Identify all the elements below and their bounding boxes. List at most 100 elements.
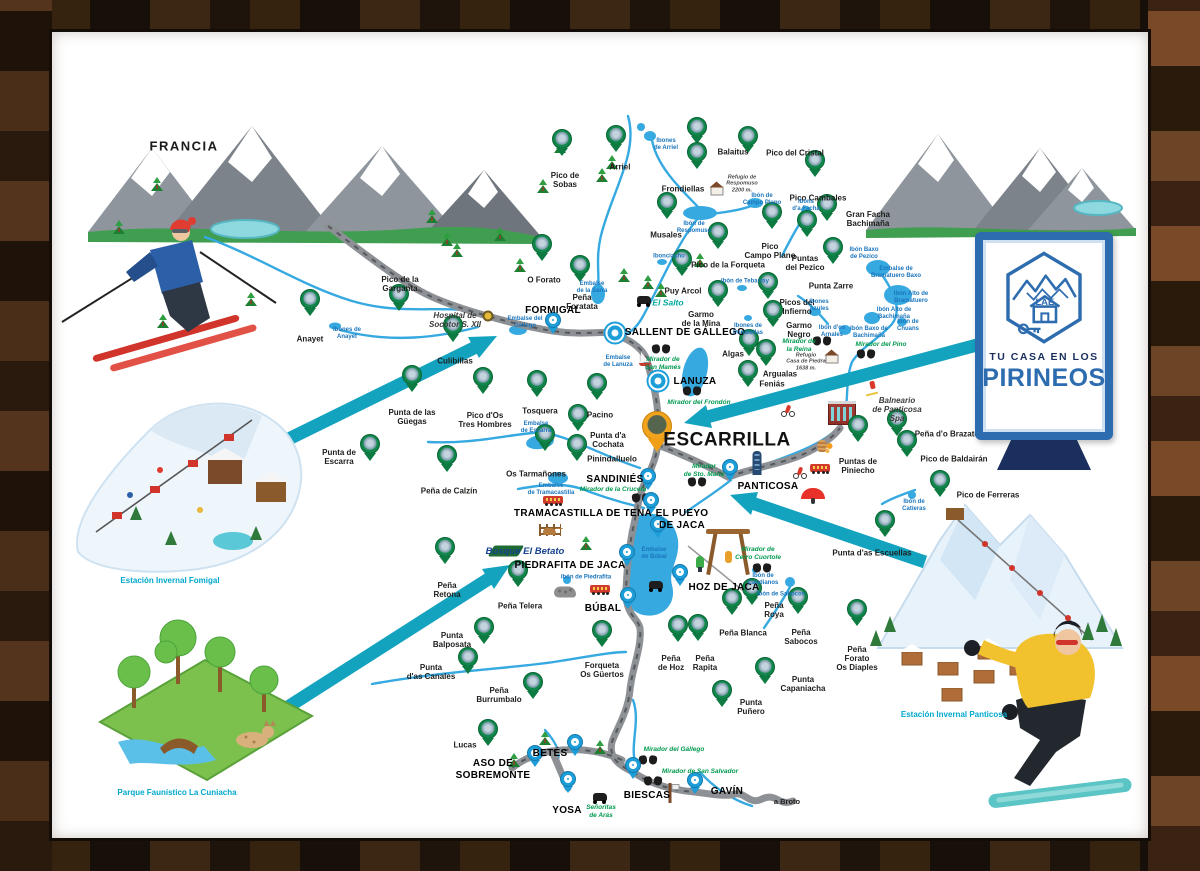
peak-pin[interactable] <box>756 339 776 366</box>
peak-pin[interactable] <box>458 647 478 674</box>
town-pin[interactable] <box>640 468 656 490</box>
house-icon <box>709 181 724 196</box>
peak-pin[interactable] <box>672 249 692 276</box>
peak-pin[interactable] <box>570 255 590 282</box>
peak-pin[interactable] <box>848 415 868 442</box>
binoc-icon <box>651 344 671 354</box>
town-pin[interactable] <box>545 312 561 334</box>
town-pin[interactable] <box>527 745 543 767</box>
hive-icon <box>817 440 833 452</box>
towndot-pin[interactable] <box>605 323 625 343</box>
tree-icon <box>642 271 654 289</box>
peak-pin[interactable] <box>847 599 867 626</box>
peak-pin[interactable] <box>474 617 494 644</box>
tree-icon <box>426 205 438 223</box>
tree-icon <box>539 727 551 745</box>
tree-icon <box>580 532 592 550</box>
skier-illustration <box>61 217 277 372</box>
peak-pin[interactable] <box>817 194 837 221</box>
lae-logo: LAE <box>1006 251 1082 344</box>
town-pin[interactable] <box>625 757 641 779</box>
peak-pin[interactable] <box>668 615 688 642</box>
peak-pin[interactable] <box>930 470 950 497</box>
tu-casa-sign: LAE TU CASA EN LOS PIRINEOS <box>975 232 1113 470</box>
peak-pin[interactable] <box>805 150 825 177</box>
town-pin[interactable] <box>619 544 635 566</box>
town-pin[interactable] <box>560 771 576 793</box>
peak-pin[interactable] <box>758 272 778 299</box>
city-pin[interactable] <box>642 411 672 452</box>
peak-pin[interactable] <box>687 117 707 144</box>
town-pin[interactable] <box>687 772 703 794</box>
sign-panel: LAE TU CASA EN LOS PIRINEOS <box>975 232 1113 440</box>
binoc-icon <box>752 563 772 573</box>
house-icon <box>824 349 839 364</box>
peak-pin[interactable] <box>606 125 626 152</box>
peak-pin[interactable] <box>523 672 543 699</box>
peak-pin[interactable] <box>897 430 917 457</box>
peak-pin[interactable] <box>552 129 572 156</box>
peak-pin[interactable] <box>300 289 320 316</box>
peak-pin[interactable] <box>587 373 607 400</box>
peak-pin[interactable] <box>712 680 732 707</box>
peak-pin[interactable] <box>823 237 843 264</box>
peak-pin[interactable] <box>742 578 762 605</box>
peak-pin[interactable] <box>788 587 808 614</box>
peak-pin[interactable] <box>738 360 758 387</box>
tree-icon <box>157 310 169 328</box>
peak-pin[interactable] <box>887 409 907 436</box>
peak-pin[interactable] <box>568 404 588 431</box>
peak-pin[interactable] <box>508 560 528 587</box>
peak-pin[interactable] <box>360 434 380 461</box>
peak-pin[interactable] <box>738 126 758 153</box>
peak-pin[interactable] <box>797 210 817 237</box>
peak-pin[interactable] <box>739 329 759 356</box>
peak-pin[interactable] <box>532 234 552 261</box>
peak-pin[interactable] <box>443 315 463 342</box>
peak-pin[interactable] <box>722 588 742 615</box>
town-pin[interactable] <box>620 587 636 609</box>
peak-pin[interactable] <box>708 222 728 249</box>
peak-pin[interactable] <box>478 719 498 746</box>
peak-pin[interactable] <box>389 284 409 311</box>
town-pin[interactable] <box>567 734 583 756</box>
peak-pin[interactable] <box>473 367 493 394</box>
tree-icon <box>618 264 630 282</box>
tree-icon <box>494 223 506 241</box>
tree-icon <box>508 749 520 767</box>
town-pin[interactable] <box>722 459 738 481</box>
mountains-france-left <box>88 126 544 244</box>
para-icon <box>801 488 825 504</box>
peak-pin[interactable] <box>437 445 457 472</box>
frame-left <box>0 0 52 871</box>
peak-pin[interactable] <box>435 537 455 564</box>
tree-icon <box>514 254 526 272</box>
tree-icon <box>655 279 667 297</box>
peak-pin[interactable] <box>875 510 895 537</box>
peak-pin[interactable] <box>755 657 775 684</box>
tree-icon <box>113 216 125 234</box>
peak-pin[interactable] <box>567 434 587 461</box>
peak-pin[interactable] <box>402 365 422 392</box>
towndot-pin[interactable] <box>648 371 668 391</box>
town-pin[interactable] <box>643 492 659 514</box>
frame-bottom <box>0 838 1200 871</box>
peak-pin[interactable] <box>657 192 677 219</box>
tree-icon <box>245 288 257 306</box>
peak-pin[interactable] <box>592 620 612 647</box>
peak-pin[interactable] <box>688 614 708 641</box>
town-pin[interactable] <box>650 516 666 538</box>
cuniacha-park-illustration <box>97 619 315 782</box>
peak-pin[interactable] <box>708 280 728 307</box>
frame-right <box>1148 0 1200 871</box>
train-icon <box>810 464 830 474</box>
frame-top <box>0 0 1200 32</box>
peak-pin[interactable] <box>762 202 782 229</box>
peak-pin[interactable] <box>527 370 547 397</box>
tree-icon <box>594 736 606 754</box>
peak-pin[interactable] <box>687 142 707 169</box>
peak-pin[interactable] <box>763 300 783 327</box>
peak-pin[interactable] <box>535 424 555 451</box>
town-pin[interactable] <box>672 564 688 586</box>
